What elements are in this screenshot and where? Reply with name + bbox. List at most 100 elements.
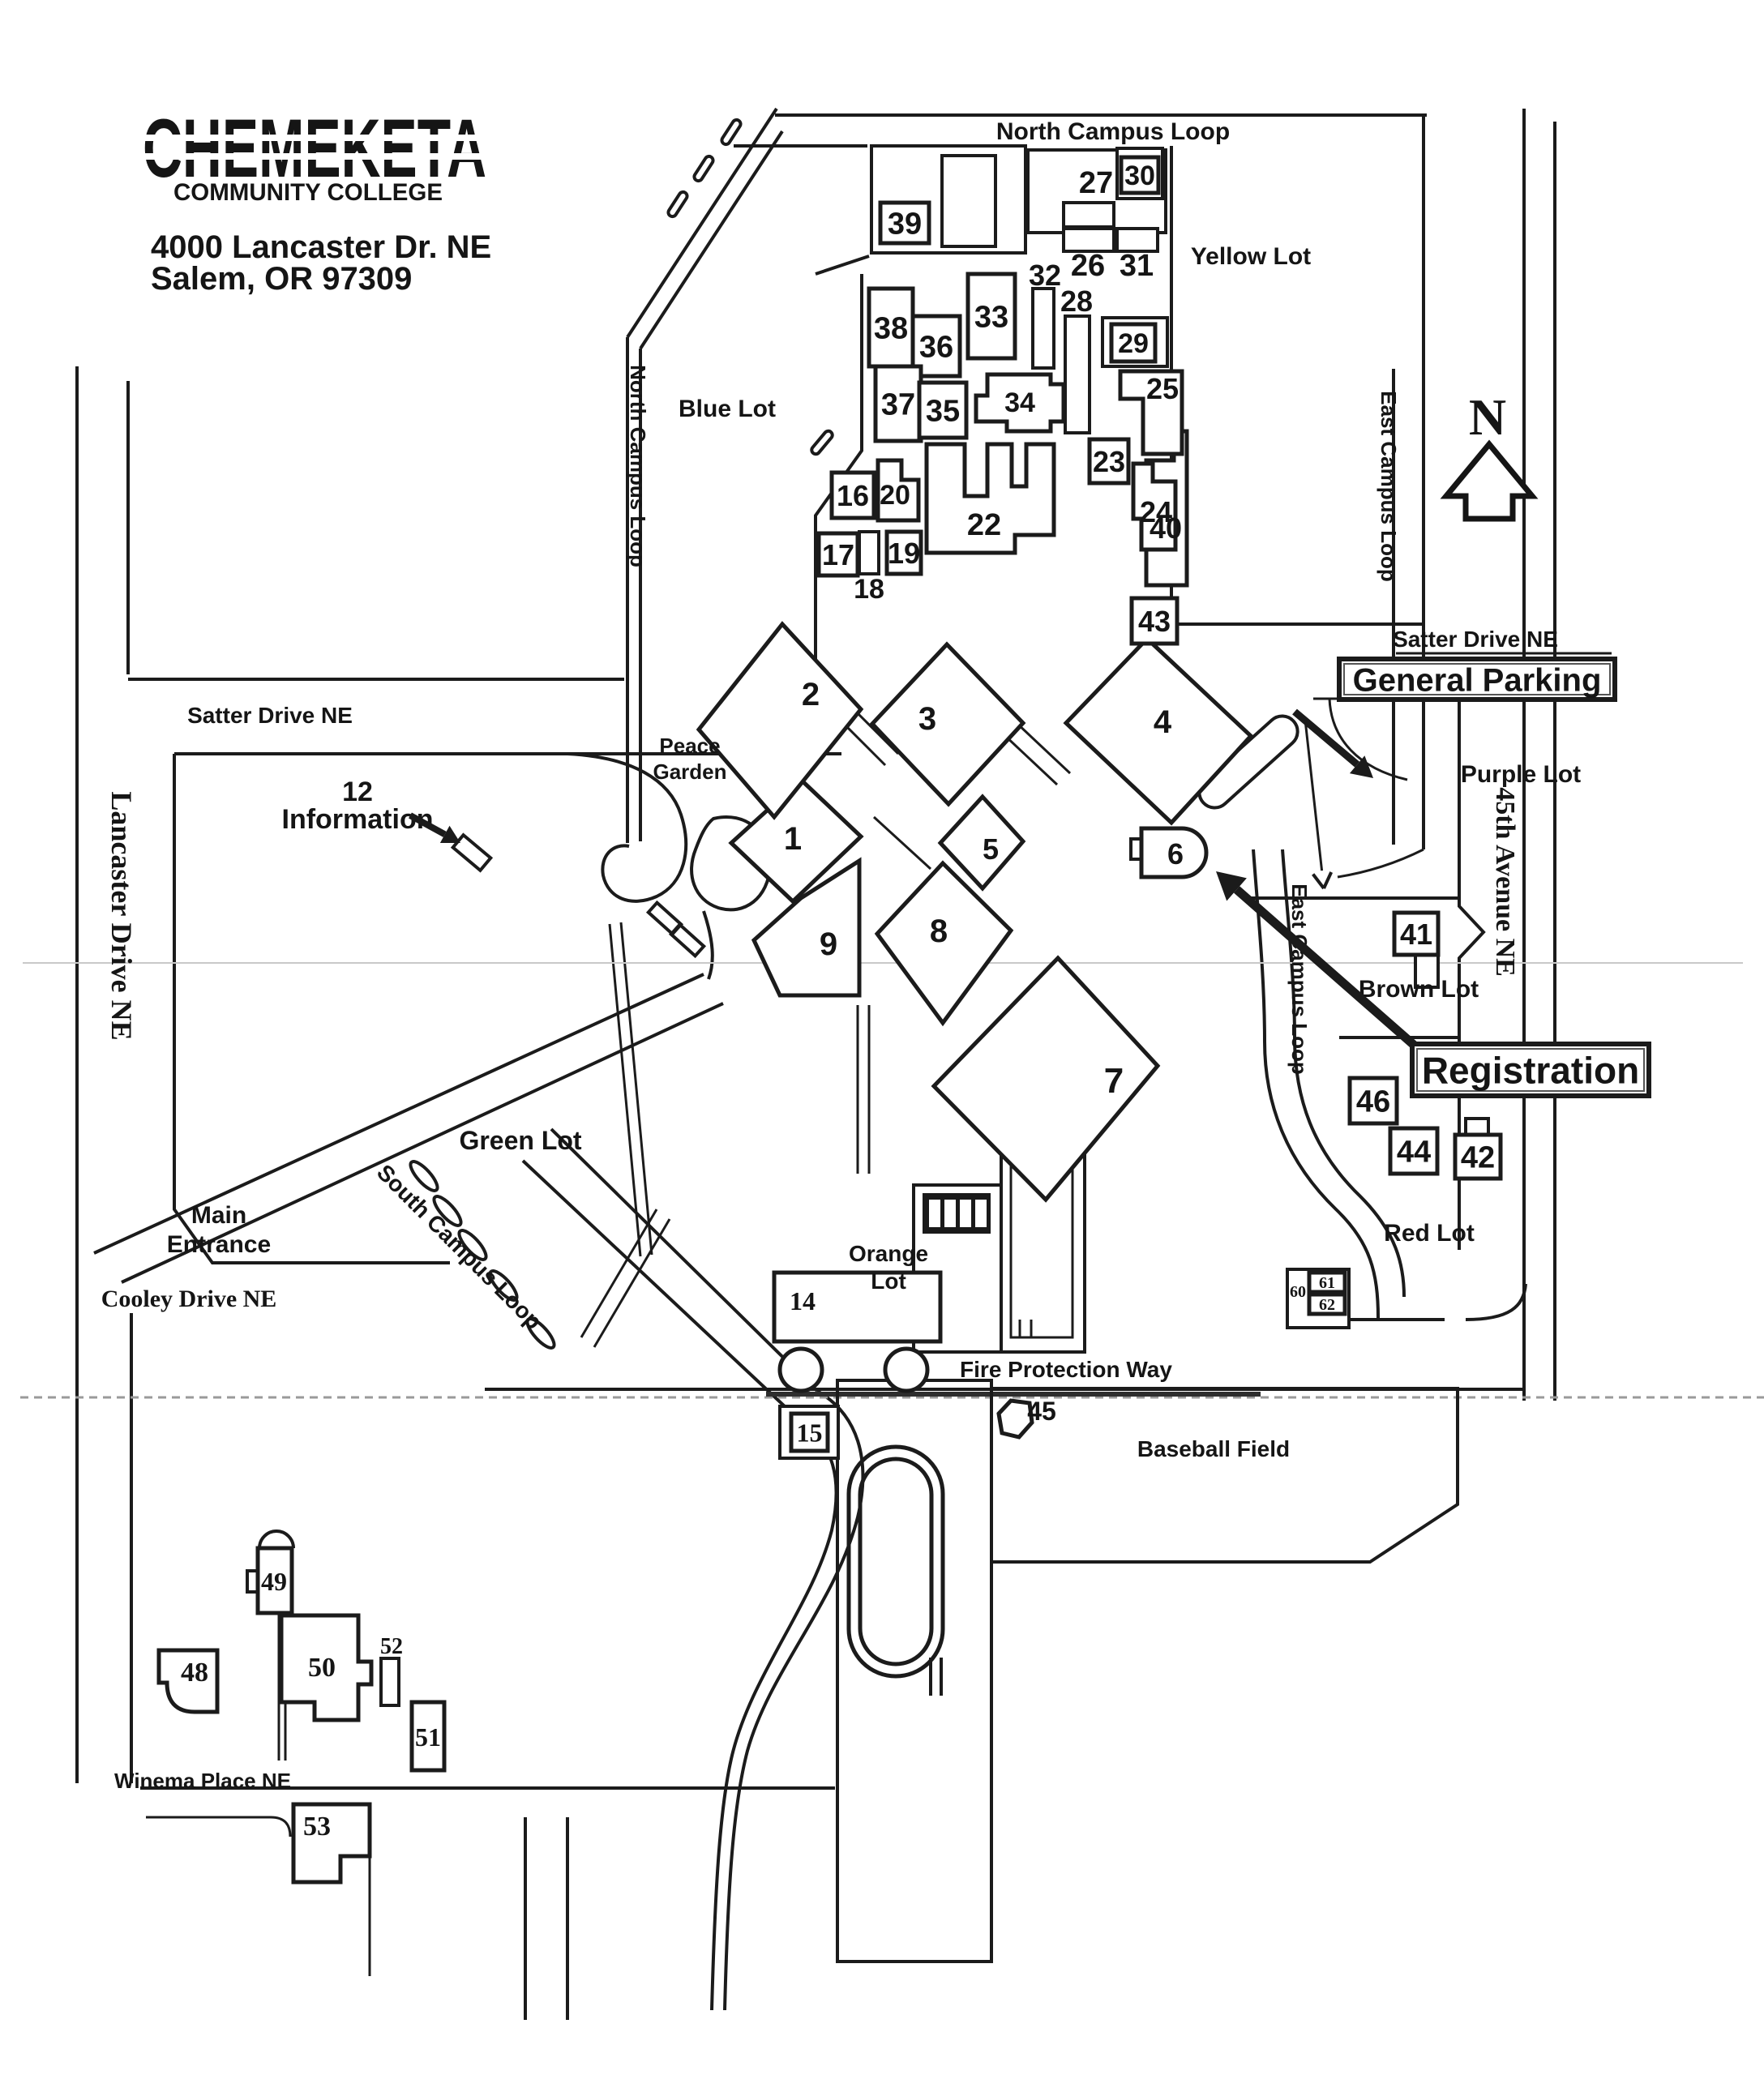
building-29-box xyxy=(1109,322,1158,364)
logo-stripe xyxy=(138,153,486,160)
road-entrance-b xyxy=(121,1002,724,1284)
building-label-14: 14 xyxy=(790,1286,816,1316)
building-7-outline xyxy=(931,955,1161,1203)
peace-garden-label: Peace xyxy=(659,734,720,758)
orange-lot-label: Orange xyxy=(849,1241,928,1266)
building-20-outline xyxy=(876,458,921,523)
road-walk-2b xyxy=(1015,721,1072,775)
road-scl-a xyxy=(550,1127,819,1393)
road-peace-path-b xyxy=(619,922,653,1256)
building-53-outline xyxy=(291,1802,372,1885)
general-parking-arrow-thick-shaft xyxy=(1292,708,1360,768)
detail-road-dash-1 xyxy=(720,118,743,147)
lancaster-drive-label: Lancaster Drive NE xyxy=(105,791,138,1040)
building-label-38: 38 xyxy=(874,312,908,346)
road-walk-3 xyxy=(872,815,932,871)
red-lot-label: Red Lot xyxy=(1384,1220,1475,1247)
building-label-18: 18 xyxy=(854,574,884,605)
building-label-29: 29 xyxy=(1118,328,1149,359)
registration-arrow-shaft xyxy=(1233,886,1418,1050)
building-part-b52 xyxy=(379,1657,400,1707)
building-61-box xyxy=(1307,1270,1347,1294)
peace-garden-label: Garden xyxy=(653,759,726,784)
forty-fifth-avenue-label: 45th Avenue NE xyxy=(1490,787,1520,977)
green-lot-label: Green Lot xyxy=(459,1126,581,1155)
building-34-outline xyxy=(974,372,1066,434)
road-winema-bottom-left xyxy=(146,1816,292,1838)
detail-baseball-outline xyxy=(991,1387,1459,1564)
detail-stall-4 xyxy=(975,1200,987,1227)
building-39-box xyxy=(878,200,931,246)
detail-scl-oval-2 xyxy=(432,1195,463,1227)
building-label-15: 15 xyxy=(797,1418,823,1448)
building-30-box xyxy=(1119,155,1161,195)
building-46-box xyxy=(1347,1076,1399,1126)
building-label-44: 44 xyxy=(1397,1136,1431,1170)
information-arrow-shaft xyxy=(409,812,447,837)
building-label-6: 6 xyxy=(1167,837,1184,871)
general-parking-arrow-thin-head-1 xyxy=(1322,871,1334,889)
building-label-9: 9 xyxy=(820,926,837,962)
address-line-2: Salem, OR 97309 xyxy=(151,261,412,297)
information-label: Information xyxy=(282,804,434,835)
building-17-box xyxy=(816,531,860,578)
building-50-outline xyxy=(279,1613,374,1722)
building-33-box xyxy=(965,272,1017,361)
building-16-box xyxy=(829,470,876,520)
road-peace-curl-down xyxy=(702,910,714,980)
building-part-b39-inner xyxy=(940,154,997,248)
building-15-box xyxy=(789,1411,830,1453)
building-label-43: 43 xyxy=(1138,605,1171,638)
registration-arrow-head xyxy=(1216,871,1247,901)
east-campus-loop-upper-label: East Campus Loop xyxy=(1377,391,1401,581)
header: CHEMEKETA COMMUNITY COLLEGE 4000 Lancast… xyxy=(138,102,491,297)
building-51-outline xyxy=(409,1700,447,1773)
east-campus-loop-lower-label: East Campus Loop xyxy=(1287,883,1312,1074)
building-label-34: 34 xyxy=(1004,387,1035,418)
detail-blob-45 xyxy=(996,1398,1034,1440)
road-nw-block-edge xyxy=(815,255,870,276)
general-parking-callout-box-inner xyxy=(1343,663,1611,695)
building-38-box xyxy=(867,286,915,369)
building-label-25: 25 xyxy=(1146,372,1179,405)
compass: N xyxy=(1440,388,1539,522)
building-3-outline xyxy=(869,641,1026,807)
building-part-b28 xyxy=(1064,314,1091,434)
detail-fieldhouse-ticks xyxy=(1018,1320,1033,1337)
building-label-41: 41 xyxy=(1400,918,1432,951)
road-ncl-diag-a xyxy=(626,107,778,339)
building-label-24: 24 xyxy=(1140,495,1172,528)
building-label-51: 51 xyxy=(415,1722,441,1752)
building-label-7: 7 xyxy=(1104,1061,1124,1101)
main-entrance-label: Entrance xyxy=(167,1231,271,1258)
building-label-42: 42 xyxy=(1461,1141,1495,1175)
detail-scl-oval-1 xyxy=(409,1160,439,1192)
building-2-outline xyxy=(696,621,864,820)
building-label-20: 20 xyxy=(880,480,910,511)
blue-lot-label: Blue Lot xyxy=(679,396,776,422)
building-label-31: 31 xyxy=(1120,249,1154,283)
road-ncl-diag-b xyxy=(639,130,784,350)
building-label-62: 62 xyxy=(1319,1296,1335,1314)
logo-wordmark: CHEMEKETA xyxy=(143,102,486,195)
building-label-40: 40 xyxy=(1150,511,1182,545)
detail-road-dash-4 xyxy=(810,429,834,456)
detail-track-oval-inner xyxy=(858,1457,934,1666)
brown-lot-label: Brown Lot xyxy=(1359,976,1479,1003)
general-parking-arrow-thin-shaft xyxy=(1304,719,1324,871)
building-part-b27-bar xyxy=(1062,201,1115,229)
road-red-bottom-b xyxy=(1465,1283,1527,1321)
scan-artifacts-layer xyxy=(20,962,1764,1399)
building-label-3: 3 xyxy=(918,701,936,737)
building-label-30: 30 xyxy=(1124,160,1155,191)
building-label-46: 46 xyxy=(1356,1085,1390,1119)
road-peace-curl xyxy=(567,752,688,903)
building-label-52: 52 xyxy=(380,1634,403,1659)
detail-track-tail xyxy=(929,1658,943,1696)
detail-road-dash-2 xyxy=(692,154,715,183)
detail-stall-2 xyxy=(944,1200,956,1227)
road-ecl-lower-a xyxy=(1252,849,1380,1319)
